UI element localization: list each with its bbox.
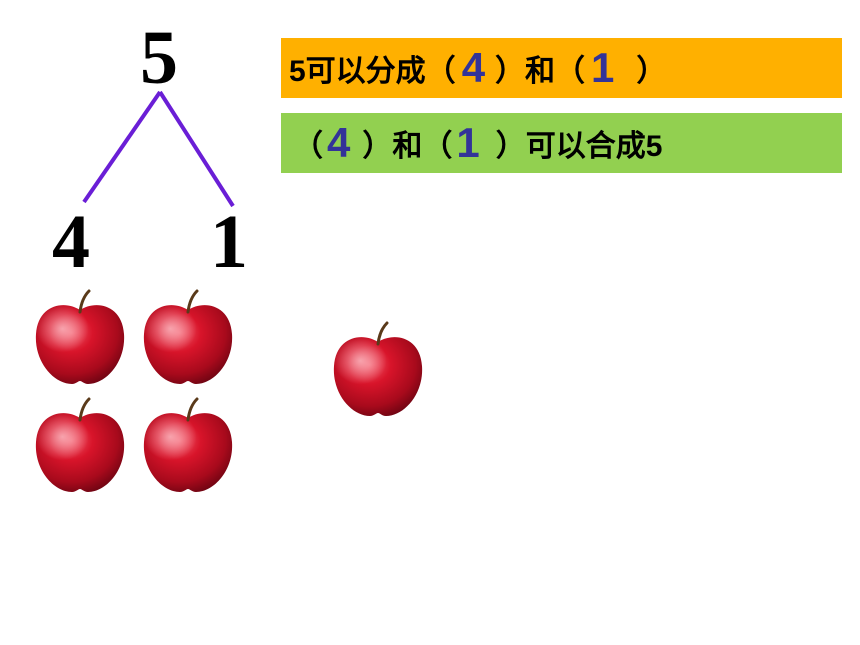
sentence1-answer1: 4 xyxy=(461,44,486,91)
sentence2-answer1: 4 xyxy=(327,119,351,166)
sentence1-answer2: 1 xyxy=(591,44,615,91)
sentence1-prefix: 5可以分成（ xyxy=(289,55,456,88)
composition-sentence: （ 4 ）和（ 1 ）可以合成5 xyxy=(281,113,842,173)
apple-icon xyxy=(328,320,428,420)
left-part-number: 4 xyxy=(52,200,90,284)
left-branch-line xyxy=(82,90,162,204)
apple-icon xyxy=(138,396,238,496)
apple-icon xyxy=(138,288,238,388)
sentence1-middle: ）和（ xyxy=(495,55,586,88)
decomposition-sentence: 5可以分成（ 4 ）和（ 1 ） xyxy=(281,38,842,98)
apple-icon xyxy=(30,288,130,388)
right-part-number: 1 xyxy=(210,200,248,284)
sentence2-answer2: 1 xyxy=(456,119,480,166)
sentence2-middle: ）和（ xyxy=(362,130,453,163)
sentence1-suffix: ） xyxy=(636,55,667,88)
total-number: 5 xyxy=(140,16,178,100)
apple-icon xyxy=(30,396,130,496)
sentence2-open: （ xyxy=(293,130,323,163)
right-branch-line xyxy=(158,90,235,208)
sentence2-suffix: ）可以合成5 xyxy=(495,130,663,163)
